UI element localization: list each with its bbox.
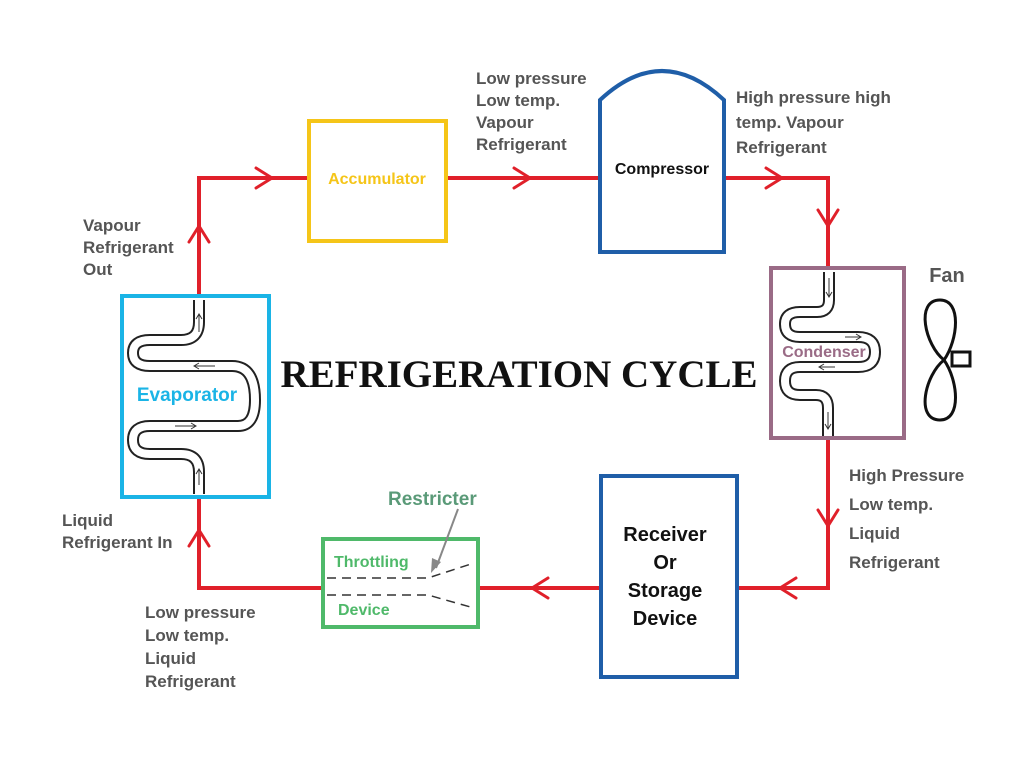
accumulator-label: Accumulator: [328, 171, 426, 188]
condenser: Condenser: [769, 266, 906, 440]
flow-arrows: [187, 166, 840, 600]
throttling-device: Throttling Device: [321, 537, 480, 629]
flow-arrow-down-1: [816, 208, 840, 228]
annotation-line: Vapour: [476, 113, 534, 132]
fan-icon: [923, 298, 972, 422]
receiver-label-line4: Device: [633, 608, 698, 630]
diagram-title: REFRIGERATION CYCLE: [280, 353, 757, 396]
evaporator: Evaporator: [120, 294, 271, 499]
fan-label: Fan: [929, 265, 965, 287]
receiver-label-line3: Storage: [628, 580, 702, 602]
annotation-line: Liquid: [145, 649, 196, 668]
annotation-high-pressure-liquid: High Pressure Low temp. Liquid Refrigera…: [849, 466, 964, 572]
flow-arrow-right-2: [512, 166, 532, 190]
pipe-condenser-to-receiver: [738, 438, 830, 590]
receiver-label-line2: Or: [653, 552, 677, 574]
annotation-line: Low pressure: [476, 69, 587, 88]
annotation-line: Liquid: [849, 524, 900, 543]
annotation-line: Refrigerant: [145, 672, 236, 691]
pipe-compressor-to-condenser: [724, 176, 830, 268]
annotation-low-pressure-vapour: Low pressure Low temp. Vapour Refrigeran…: [476, 69, 587, 154]
evaporator-coil: [127, 300, 261, 494]
flow-arrow-left-2: [530, 576, 550, 600]
annotation-line: Low temp.: [476, 91, 560, 110]
restricter: Restricter: [388, 489, 477, 573]
annotation-line: Refrigerant In: [62, 533, 173, 552]
annotation-line: Refrigerant: [83, 238, 174, 257]
flow-arrow-up-left: [187, 224, 211, 244]
accumulator: Accumulator: [307, 119, 448, 243]
pipe-evaporator-to-accumulator: [197, 176, 308, 297]
throttling-dashes: [327, 562, 475, 609]
flow-arrow-up-bottom-left: [187, 528, 211, 548]
flow-arrow-right-1: [254, 166, 274, 190]
receiver-box: [599, 474, 739, 679]
accumulator-box: [307, 119, 448, 243]
annotation-line: High pressure high: [736, 88, 891, 107]
annotation-line: Refrigerant: [736, 138, 827, 157]
restricter-pointer-head: [431, 558, 441, 573]
compressor-body: [598, 69, 726, 254]
annotation-low-pressure-liquid: Low pressure Low temp. Liquid Refrigeran…: [145, 603, 256, 691]
receiver-storage-device: Receiver Or Storage Device: [599, 474, 739, 679]
annotation-high-pressure-vapour: High pressure high temp. Vapour Refriger…: [736, 88, 891, 157]
receiver-label-line1: Receiver: [623, 524, 707, 546]
compressor: Compressor: [598, 69, 726, 254]
annotation-line: Refrigerant: [849, 553, 940, 572]
condenser-box: [769, 266, 906, 440]
annotation-liquid-in: Liquid Refrigerant In: [62, 511, 173, 552]
annotation-line: Refrigerant: [476, 135, 567, 154]
flow-arrow-left-1: [778, 576, 798, 600]
flow-arrow-down-2: [816, 508, 840, 528]
flow-arrow-right-3: [764, 166, 784, 190]
evaporator-label: Evaporator: [137, 385, 238, 406]
throttling-label-line2: Device: [338, 602, 390, 619]
annotation-line: Liquid: [62, 511, 113, 530]
annotation-line: Out: [83, 260, 113, 279]
annotation-line: Low pressure: [145, 603, 256, 622]
annotation-line: High Pressure: [849, 466, 964, 485]
annotation-line: temp. Vapour: [736, 113, 844, 132]
annotation-line: Low temp.: [849, 495, 933, 514]
compressor-label: Compressor: [615, 161, 709, 178]
restricter-label: Restricter: [388, 489, 477, 510]
condenser-coil: [779, 272, 881, 436]
condenser-label: Condenser: [782, 344, 866, 361]
pipe-throttling-to-evaporator: [197, 497, 323, 590]
throttling-box: [321, 537, 480, 629]
fan: Fan: [923, 265, 972, 422]
throttling-label-line1: Throttling: [334, 554, 409, 571]
annotation-line: Low temp.: [145, 626, 229, 645]
annotation-line: Vapour: [83, 216, 141, 235]
annotation-vapour-out: Vapour Refrigerant Out: [83, 216, 174, 279]
restricter-pointer: [435, 508, 459, 569]
